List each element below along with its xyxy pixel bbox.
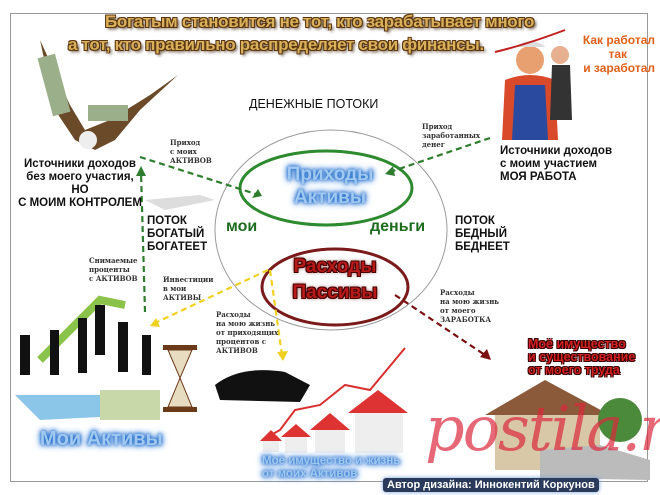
text-line: МОЯ РАБОТА xyxy=(500,171,577,183)
expenses-from-interest-note: Расходы на мою жизнь от приходящих проце… xyxy=(216,310,278,355)
rich-flow-label: ПОТОК БОГАТЫЙ БОГАТЕЕТ xyxy=(147,215,207,254)
text-line: и существование xyxy=(528,350,636,364)
text-line: ПОТОК xyxy=(147,215,187,227)
investments-note: Инвестиции в мои АКТИВЫ xyxy=(163,275,213,302)
text-line: Снимаемые xyxy=(89,256,138,265)
arrowhead-icon xyxy=(150,318,160,327)
text-line: ЗАРАБОТКА xyxy=(440,315,492,324)
text-line: Приход xyxy=(422,122,453,131)
word-my: мои xyxy=(226,218,258,235)
watermark: postila.ru xyxy=(425,392,660,465)
title-line-2: а тот, кто правильно распределяет свои ф… xyxy=(68,35,484,54)
income-assets-label: Приходы Активы xyxy=(260,163,400,209)
text-line: С МОИМ КОНТРОЛЕМ xyxy=(18,197,142,209)
arrow-income-from-assets xyxy=(139,155,263,198)
text-line: НО xyxy=(71,184,89,196)
text-line: проценты xyxy=(89,265,130,274)
arrow-expenses-from-interest xyxy=(268,269,284,356)
text-line: Моё имущество xyxy=(528,337,626,351)
text-line: Инвестиции xyxy=(163,275,214,284)
assets-label: Активы xyxy=(293,187,367,208)
text-line: с моих xyxy=(170,147,197,156)
author-credit: Автор дизайна: Иннокентий Коркунов xyxy=(383,478,599,492)
arrowhead-icon xyxy=(385,166,395,176)
coins-icon xyxy=(145,195,215,210)
arrowhead-icon xyxy=(136,166,146,176)
caption-line: и заработал xyxy=(583,61,655,75)
text-line: Приход xyxy=(170,138,201,147)
arrowhead-icon xyxy=(480,349,491,360)
hourglass-icon xyxy=(163,345,197,412)
caption-line: так xyxy=(608,47,627,61)
text-line: БОГАТЕЕТ xyxy=(147,241,208,253)
text-line: БОГАТЫЙ xyxy=(147,228,205,240)
text-line: АКТИВОВ xyxy=(170,156,212,165)
money-stack-icon xyxy=(100,390,160,420)
liabilities-label: Пассивы xyxy=(292,282,378,303)
text-line: БЕДНЕЕТ xyxy=(455,241,510,253)
eagle-with-money-icon xyxy=(37,40,178,150)
expense-liabilities-label: Расходы Пассивы xyxy=(265,254,405,306)
withdrawn-interest-note: Снимаемые проценты с АКТИВОВ xyxy=(89,256,138,283)
text-line: от моего труда xyxy=(528,363,620,377)
growth-line-icon xyxy=(261,347,406,441)
poor-flow-label: ПОТОК БЕДНЫЙ БЕДНЕЕТ xyxy=(455,215,510,254)
sports-car-icon xyxy=(215,370,310,402)
house-with-car-illustration xyxy=(485,380,650,480)
text-line: от моих Активов xyxy=(262,468,358,480)
income-label: Приходы xyxy=(286,164,374,185)
text-line: заработанных xyxy=(422,131,481,140)
title-arrow xyxy=(494,29,566,53)
text-line: ПОТОК xyxy=(455,215,495,227)
frame-border xyxy=(10,13,648,482)
text-line: Расходы xyxy=(216,310,251,319)
text-line: в мои xyxy=(163,284,187,293)
text-line: на мою жизнь xyxy=(216,319,276,328)
passive-income-sources: Источники доходов без моего участия, НО … xyxy=(14,158,146,210)
text-line: Расходы xyxy=(440,288,475,297)
expense-label: Расходы xyxy=(293,256,377,277)
text-line: от моего xyxy=(440,306,476,315)
text-line: БЕДНЫЙ xyxy=(455,228,507,240)
caption-line: Как работал xyxy=(582,33,655,47)
property-from-labor-label: Моё имущество и существование от моего т… xyxy=(528,338,635,377)
title-line-1: Богатым становится не тот, кто зарабатыв… xyxy=(105,12,535,31)
worker-caption: Как работал так и заработал xyxy=(555,33,655,75)
my-assets-label: Мои Активы xyxy=(40,428,163,450)
text-line: денег xyxy=(422,140,445,149)
text-line: Источники доходов xyxy=(23,158,136,170)
money-ring xyxy=(214,129,448,331)
word-money: деньги xyxy=(370,218,426,235)
houses-icon xyxy=(260,390,408,453)
text-line: от приходящих xyxy=(216,328,279,337)
arrow-earned-income xyxy=(389,136,491,174)
expenses-from-earnings-note: Расходы на мою жизнь от моего ЗАРАБОТКА xyxy=(440,288,499,324)
income-from-assets-note: Приход с моих АКТИВОВ xyxy=(170,138,212,165)
text-line: АКТИВЫ xyxy=(163,293,202,302)
text-line: Моё имущество и жизнь xyxy=(262,455,401,467)
diagram-heading: ДЕНЕЖНЫЕ ПОТОКИ xyxy=(249,97,379,111)
arrowhead-icon xyxy=(252,189,262,198)
text-line: АКТИВОВ xyxy=(216,346,258,355)
active-income-sources: Источники доходов с моим участием МОЯ РА… xyxy=(500,145,612,184)
arrowhead-icon xyxy=(277,351,288,361)
arrow-rich-flow xyxy=(139,171,147,313)
text-line: без моего участия, xyxy=(26,171,134,183)
text-line: с моим участием xyxy=(500,158,598,170)
property-from-assets-label: Моё имущество и жизнь от моих Активов xyxy=(262,455,400,481)
text-line: Источники доходов xyxy=(500,145,613,157)
text-line: процентов с xyxy=(216,337,267,346)
arrow-investments xyxy=(154,269,269,324)
text-line: с АКТИВОВ xyxy=(89,274,138,283)
arrow-expenses-from-earnings xyxy=(394,294,486,356)
earned-income-note: Приход заработанных денег xyxy=(422,122,480,149)
worker-illustration xyxy=(502,41,572,140)
expense-ring xyxy=(260,247,410,327)
text-line: на мою жизнь xyxy=(440,297,500,306)
